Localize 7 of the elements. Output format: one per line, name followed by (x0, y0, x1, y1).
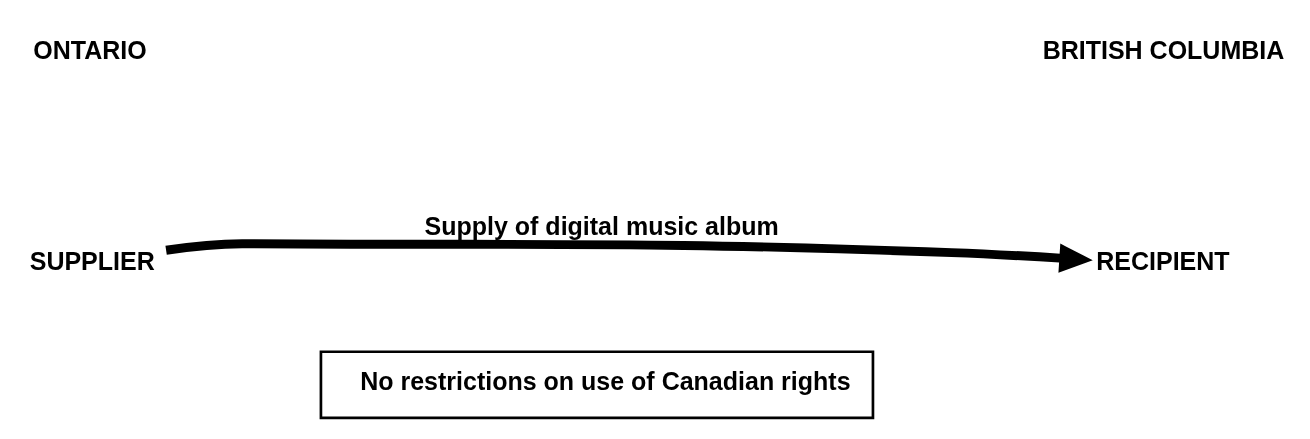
edge-label: Supply of digital music album (424, 211, 779, 240)
node-box: No restrictions on use of Canadian rights (319, 349, 875, 419)
node-text: SUPPLIER (29, 246, 155, 275)
label: BRITISH COLUMBIA (1042, 35, 1285, 64)
arrow (165, 238, 1093, 273)
node-text: RECIPIENT (1096, 246, 1230, 275)
label: ONTARIO (33, 35, 147, 64)
